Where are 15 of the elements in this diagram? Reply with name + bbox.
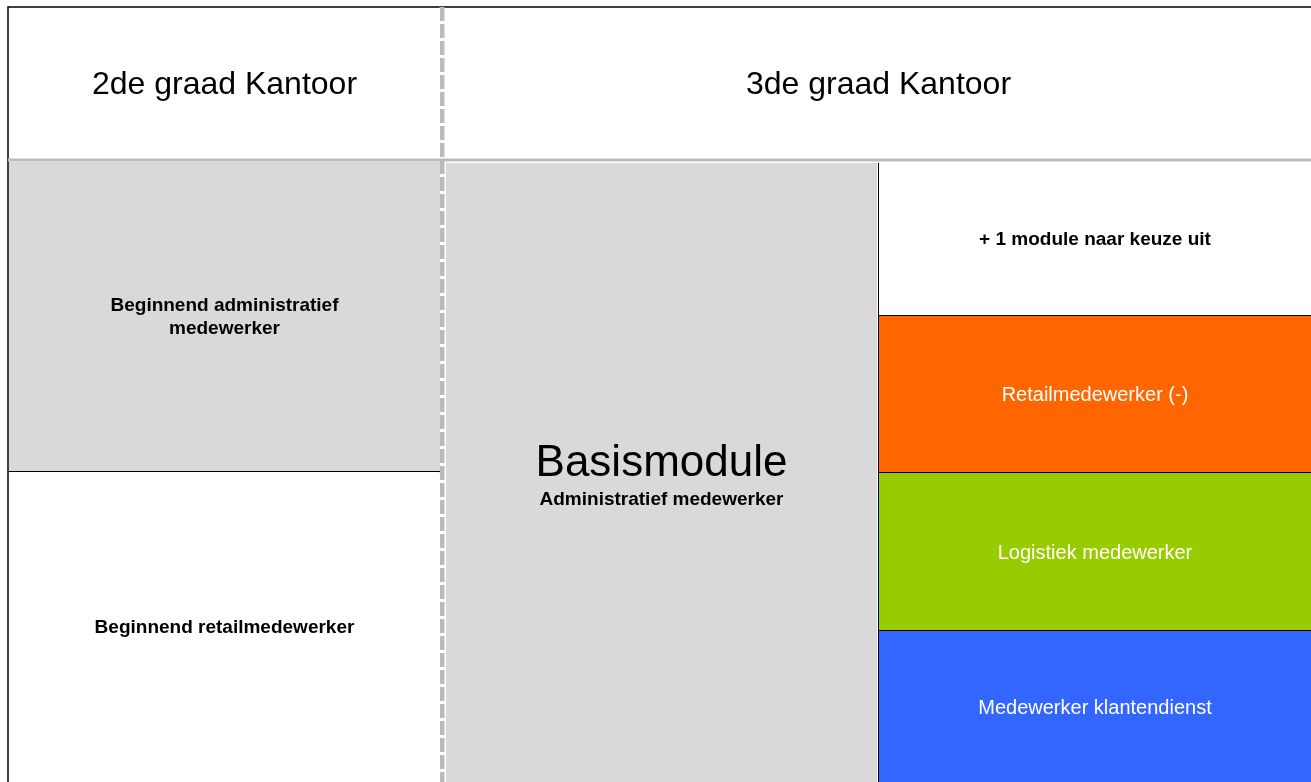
column-heading: 3de graad Kantoor xyxy=(745,63,1012,103)
module-title: + 1 module naar keuze uit xyxy=(979,227,1211,251)
module-cell xyxy=(878,630,1311,782)
module-title: Basismodule xyxy=(535,434,788,487)
module-cell xyxy=(9,162,440,472)
module-title: Beginnend retailmedewerker xyxy=(94,616,355,639)
module-title: Logistiek medewerker xyxy=(997,539,1193,564)
module-cell xyxy=(878,315,1311,472)
module-cell xyxy=(446,163,877,782)
module-subtitle: Administratief medewerker xyxy=(539,487,784,511)
module-cell xyxy=(878,472,1311,630)
module-title: Medewerker klantendienst xyxy=(978,694,1212,719)
module-title: Beginnend administratief medewerker xyxy=(109,293,340,340)
column-heading: 2de graad Kantoor xyxy=(91,63,358,103)
module-title: Retailmedewerker (-) xyxy=(1001,382,1189,406)
